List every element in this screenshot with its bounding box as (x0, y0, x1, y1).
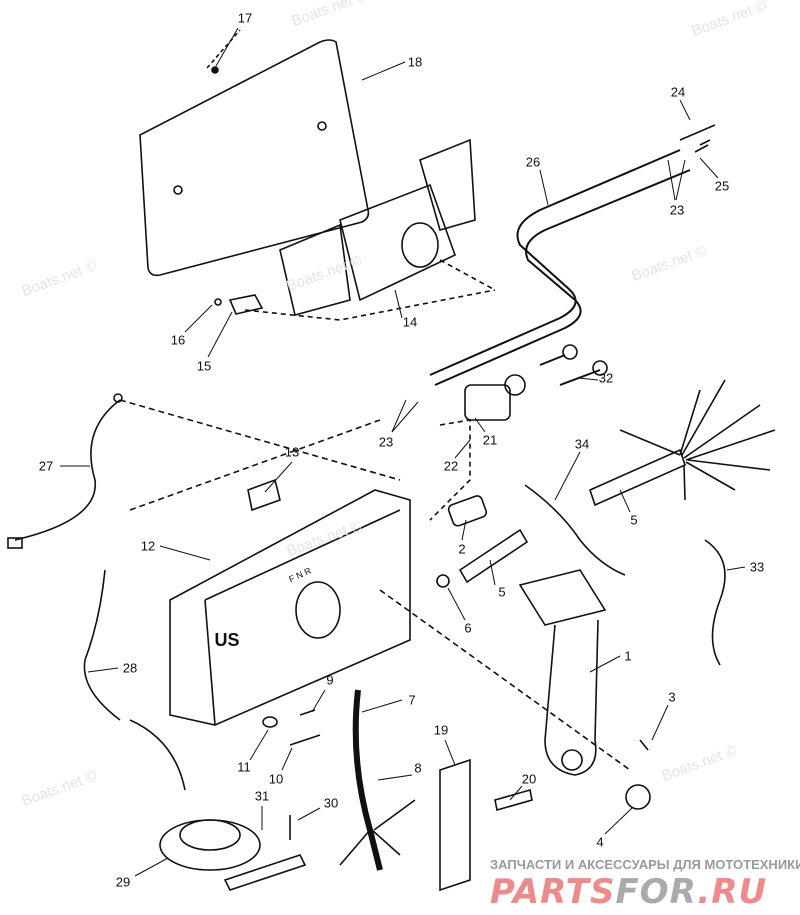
callout-14: 14 (402, 314, 418, 330)
callout-13: 13 (284, 444, 300, 460)
callout-30: 30 (323, 795, 339, 811)
callout-20: 20 (521, 771, 537, 787)
callout-28: 28 (122, 660, 138, 676)
callout-25: 25 (714, 178, 730, 194)
callout-21: 21 (482, 432, 498, 448)
callout-23b: 23 (378, 434, 394, 450)
callout-9: 9 (326, 672, 334, 688)
callout-7: 7 (408, 692, 416, 708)
callout-29: 29 (115, 874, 131, 890)
callout-27: 27 (38, 458, 54, 474)
callout-26: 26 (525, 154, 541, 170)
callout-15: 15 (196, 358, 212, 374)
knob-4 (625, 784, 651, 810)
callout-23: 23 (669, 202, 685, 218)
callout-18: 18 (407, 54, 423, 70)
housing-label: US (214, 630, 240, 650)
callout-32: 32 (598, 370, 614, 386)
callout-11: 11 (237, 759, 251, 775)
callout-16: 16 (170, 332, 186, 348)
control-lever (518, 569, 607, 776)
horn (159, 819, 261, 871)
ignition-switch (464, 384, 511, 421)
mounting-plate (139, 39, 370, 277)
callout-22: 22 (443, 458, 459, 474)
callout-4: 4 (596, 834, 604, 850)
callout-17: 17 (237, 10, 253, 26)
callout-6: 6 (464, 620, 472, 636)
callout-2: 2 (458, 541, 466, 557)
control-housing (169, 489, 411, 726)
wire-harness (589, 448, 686, 507)
callout-12: 12 (140, 538, 156, 554)
callout-10: 10 (268, 771, 284, 787)
callout-3: 3 (668, 689, 676, 705)
banner-tagline: ЗАПЧАСТИ И АКСЕССУАРЫ ДЛЯ МОТОТЕХНИКИ (490, 857, 800, 872)
callout-19: 19 (433, 722, 449, 738)
callout-5: 5 (630, 512, 638, 528)
callout-34: 34 (574, 436, 590, 452)
partsfor-logo: PARTSFOR.RU (490, 872, 768, 912)
callout-8: 8 (414, 760, 422, 776)
control-mechanism (244, 138, 496, 321)
callout-33: 33 (749, 559, 765, 575)
callout-24: 24 (670, 84, 686, 100)
bracket-15 (228, 294, 264, 315)
callout-31: 31 (254, 788, 270, 804)
callout-1: 1 (624, 648, 632, 664)
callout-5b: 5 (498, 584, 506, 600)
